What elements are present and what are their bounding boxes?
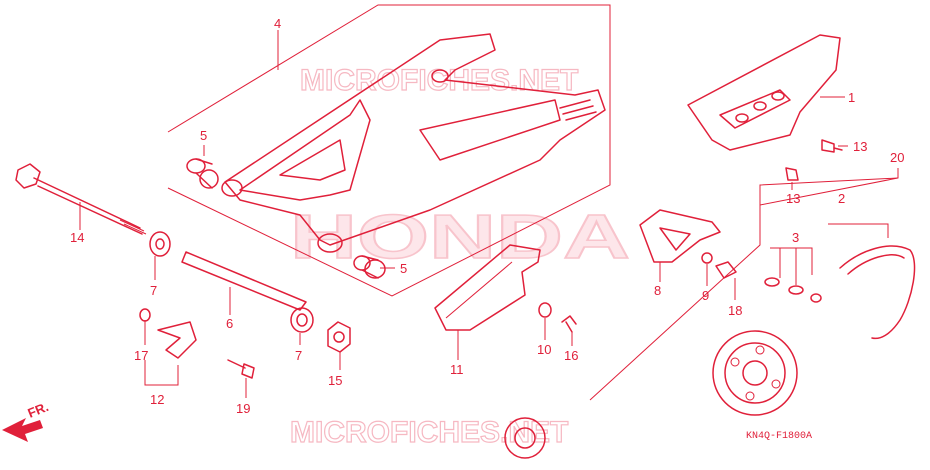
callout-7-left: 7	[150, 283, 157, 298]
callout-20: 20	[890, 150, 904, 165]
callout-4: 4	[274, 16, 281, 31]
leader-lines	[79, 96, 848, 398]
callout-8: 8	[654, 283, 661, 298]
callout-11: 11	[450, 362, 464, 377]
callout-6: 6	[226, 316, 233, 331]
callout-2: 2	[838, 191, 845, 206]
pivot-collar[interactable]	[181, 251, 307, 311]
callout-13-upper: 13	[853, 139, 867, 154]
chain-guide[interactable]	[639, 209, 721, 263]
callout-17: 17	[134, 348, 148, 363]
collar-10[interactable]	[538, 302, 552, 318]
callout-3: 3	[792, 230, 799, 245]
callout-13-lower: 13	[786, 191, 800, 206]
front-direction-arrow: FR.	[2, 399, 51, 442]
bolt-18[interactable]	[715, 261, 737, 279]
bolt-13-upper[interactable]	[821, 139, 843, 153]
bushing-lower[interactable]	[353, 255, 386, 279]
driven-sprocket[interactable]	[712, 330, 798, 416]
direction-label: FR.	[26, 399, 51, 421]
pivot-nut[interactable]	[327, 321, 351, 353]
bushing-upper[interactable]	[186, 158, 219, 189]
swingarm-assembly-outline	[167, 4, 611, 297]
callout-5-upper: 5	[200, 128, 207, 143]
watermark-honda: HONDA	[290, 203, 630, 272]
washer-9[interactable]	[701, 252, 713, 264]
chain-kit-outline	[589, 168, 899, 401]
chain-case[interactable]	[687, 34, 841, 151]
callout-10: 10	[537, 342, 551, 357]
bolt-13-lower[interactable]	[785, 167, 799, 181]
callout-18: 18	[728, 303, 742, 318]
brake-hose-guide[interactable]	[157, 321, 197, 359]
callout-16: 16	[564, 348, 578, 363]
callout-7-right: 7	[295, 348, 302, 363]
master-link[interactable]	[764, 277, 822, 303]
bolt-16[interactable]	[561, 315, 577, 333]
watermark-bottom: MICROFICHES.NET	[290, 416, 568, 449]
drive-chain[interactable]	[839, 245, 916, 340]
dust-seal-left[interactable]	[149, 231, 171, 257]
diagram-code: KN4Q-F1800A	[746, 431, 812, 442]
pivot-bolt[interactable]	[15, 163, 147, 235]
watermark-top: MICROFICHES.NET	[300, 64, 578, 97]
washer-17[interactable]	[139, 308, 151, 322]
callout-14: 14	[70, 230, 84, 245]
chain-slider[interactable]	[434, 244, 541, 331]
swingarm[interactable]	[221, 33, 606, 253]
bolt-19[interactable]	[227, 359, 255, 379]
callout-5-lower: 5	[400, 261, 407, 276]
dust-seal-right[interactable]	[290, 307, 314, 333]
callout-9: 9	[702, 288, 709, 303]
callout-12: 12	[150, 392, 164, 407]
drive-sprocket[interactable]	[504, 417, 546, 459]
callout-19: 19	[236, 401, 250, 416]
callout-15: 15	[328, 373, 342, 388]
callout-1: 1	[848, 90, 855, 105]
